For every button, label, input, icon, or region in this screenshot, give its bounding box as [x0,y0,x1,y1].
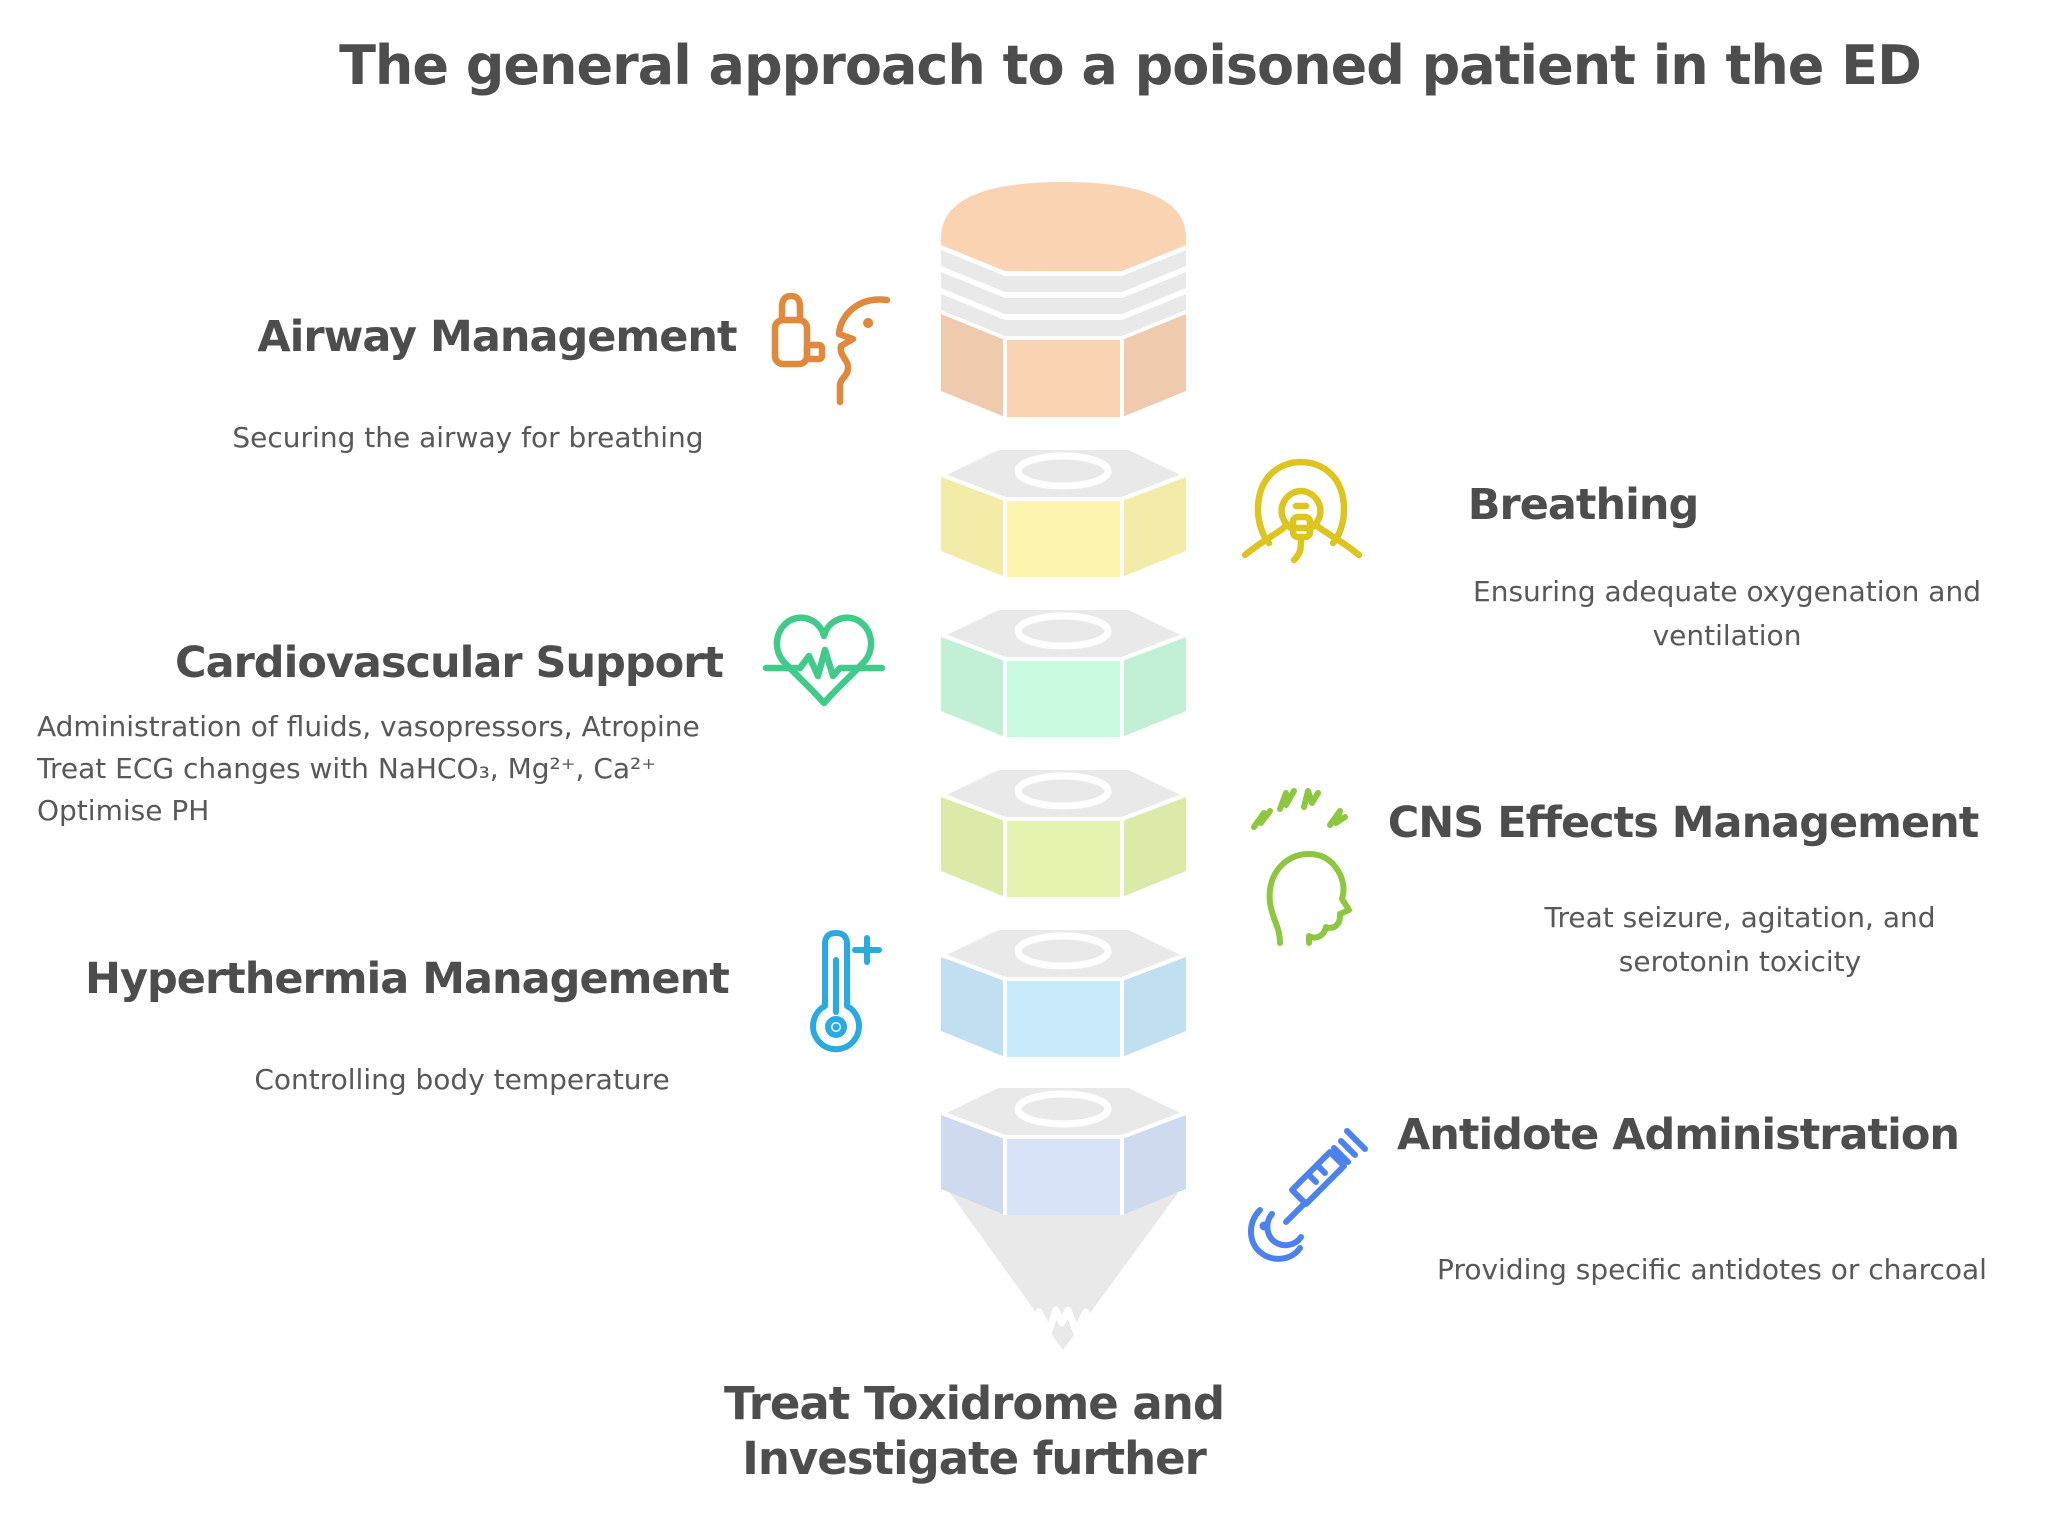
footer-label: Treat Toxidrome and Investigate further [649,1376,1299,1486]
thermometer-plus-icon [810,930,882,1053]
hyperthermia-subtitle: Controlling body temperature [254,1063,670,1096]
cns-subtitle-line2: serotonin toxicity [1618,945,1862,978]
antidote-heading: Antidote Administration [1397,1110,1960,1160]
head-lightning-icon [1251,788,1352,946]
funnel-stack [940,182,1187,1350]
inhaler-face-icon [771,292,891,406]
footer-line2: Investigate further [742,1432,1207,1485]
cns-subtitle-line1: Treat seizure, agitation, and [1544,901,1936,934]
airway-heading: Airway Management [257,312,737,362]
footer-line1: Treat Toxidrome and [723,1377,1225,1430]
cardio-heading: Cardiovascular Support [175,638,724,688]
cardio-desc-line1: Administration of fluids, vasopressors, … [37,710,700,743]
cardio-description: Administration of fluids, vasopressors, … [37,706,877,832]
funnel-tip-crack [1035,1306,1090,1335]
antidote-subtitle: Providing specific antidotes or charcoal [1437,1253,1987,1286]
airway-subtitle: Securing the airway for breathing [232,421,704,454]
stack-layer-hyperthermia [940,926,1187,1057]
stack-layer-breathing [940,446,1187,577]
breathing-subtitle-line2: ventilation [1652,619,1802,652]
hyperthermia-heading: Hyperthermia Management [85,954,730,1004]
heart-ecg-icon [762,614,886,707]
cardio-desc-line2: Treat ECG changes with NaHCO₃, Mg²⁺, Ca²… [37,752,657,785]
stack-layer-antidote [940,1084,1187,1215]
cardio-desc-line3: Optimise PH [37,794,210,827]
breathing-subtitle-line1: Ensuring adequate oxygenation and [1473,575,1981,608]
funnel-cone [950,1193,1178,1350]
oxygen-mask-icon [1241,458,1363,564]
cns-heading: CNS Effects Management [1387,798,1980,848]
stack-layer-cns [940,766,1187,897]
stack-layer-airway [941,182,1186,417]
breathing-heading: Breathing [1467,480,1699,530]
breathing-subtitle: Ensuring adequate oxygenation and ventil… [1407,570,2047,658]
syringe-icon [1248,1128,1368,1262]
cns-subtitle: Treat seizure, agitation, and serotonin … [1440,896,2040,984]
page-title: The general approach to a poisoned patie… [339,34,1922,97]
stack-layer-cardiovascular [940,606,1187,737]
